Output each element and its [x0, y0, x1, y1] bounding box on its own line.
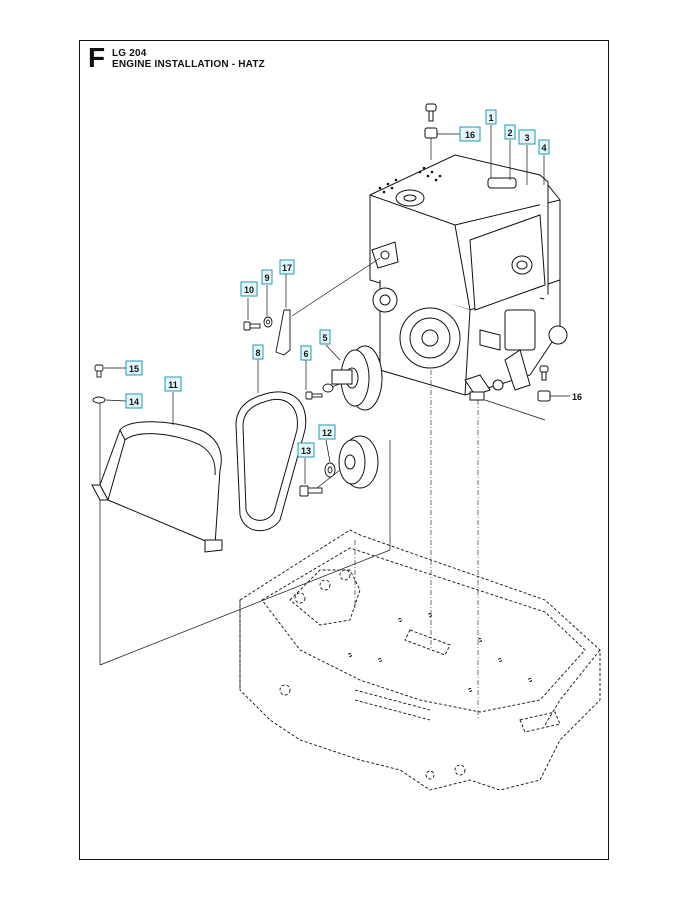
callout-5: 5	[319, 329, 331, 345]
base-frame	[239, 529, 601, 791]
drawing-frame	[79, 40, 609, 860]
callout-2: 2	[504, 124, 516, 140]
callout-6: 6	[300, 345, 312, 361]
callout-4: 4	[538, 139, 550, 155]
bolt-16-top	[424, 103, 438, 139]
bolt-6	[305, 383, 334, 400]
washer-12	[324, 462, 336, 478]
bracket-17	[275, 309, 291, 356]
svg-text:11: 11	[168, 380, 178, 390]
svg-text:3: 3	[524, 133, 529, 143]
engine-pulley	[331, 345, 383, 411]
callout-1: 1	[485, 109, 497, 125]
model-title: LG 204	[112, 48, 147, 59]
callout-16-top: 16	[459, 126, 481, 142]
drive-pulley	[338, 435, 379, 489]
svg-text:15: 15	[129, 364, 139, 374]
belt-guard	[91, 421, 223, 553]
engine-assembly	[369, 154, 568, 401]
callout-10: 10	[240, 281, 258, 297]
bolt-16-right	[537, 365, 551, 402]
center-lines	[354, 370, 479, 720]
washer-14	[92, 396, 106, 404]
svg-text:12: 12	[322, 428, 332, 438]
callout-17: 17	[279, 259, 295, 275]
callout-11: 11	[164, 376, 182, 392]
svg-text:1: 1	[488, 113, 493, 123]
section-letter: F	[88, 42, 106, 73]
part-leaders	[104, 274, 341, 484]
screw-15	[94, 364, 104, 378]
callout-13: 13	[297, 442, 315, 458]
callout-9: 9	[261, 269, 273, 285]
svg-text:14: 14	[129, 397, 139, 407]
page-title: ENGINE INSTALLATION - HATZ	[112, 59, 265, 70]
bolt-13	[299, 485, 323, 497]
callout-12: 12	[318, 424, 336, 440]
svg-text:4: 4	[541, 143, 546, 153]
svg-text:13: 13	[301, 446, 311, 456]
v-belt	[235, 391, 307, 532]
leader-lines	[99, 125, 570, 666]
svg-text:6: 6	[303, 349, 308, 359]
callout-14: 14	[125, 393, 143, 409]
bolt-10	[243, 321, 261, 331]
svg-text:5: 5	[322, 333, 327, 343]
svg-text:17: 17	[282, 263, 292, 273]
svg-text:8: 8	[255, 348, 260, 358]
washer-9	[263, 316, 273, 328]
svg-text:16: 16	[465, 130, 475, 140]
callout-3: 3	[518, 129, 536, 145]
svg-text:9: 9	[264, 273, 269, 283]
label-16-right: 16	[572, 392, 582, 402]
callout-8: 8	[252, 344, 264, 360]
svg-text:2: 2	[507, 128, 512, 138]
callout-15: 15	[125, 360, 143, 376]
svg-text:10: 10	[244, 285, 254, 295]
